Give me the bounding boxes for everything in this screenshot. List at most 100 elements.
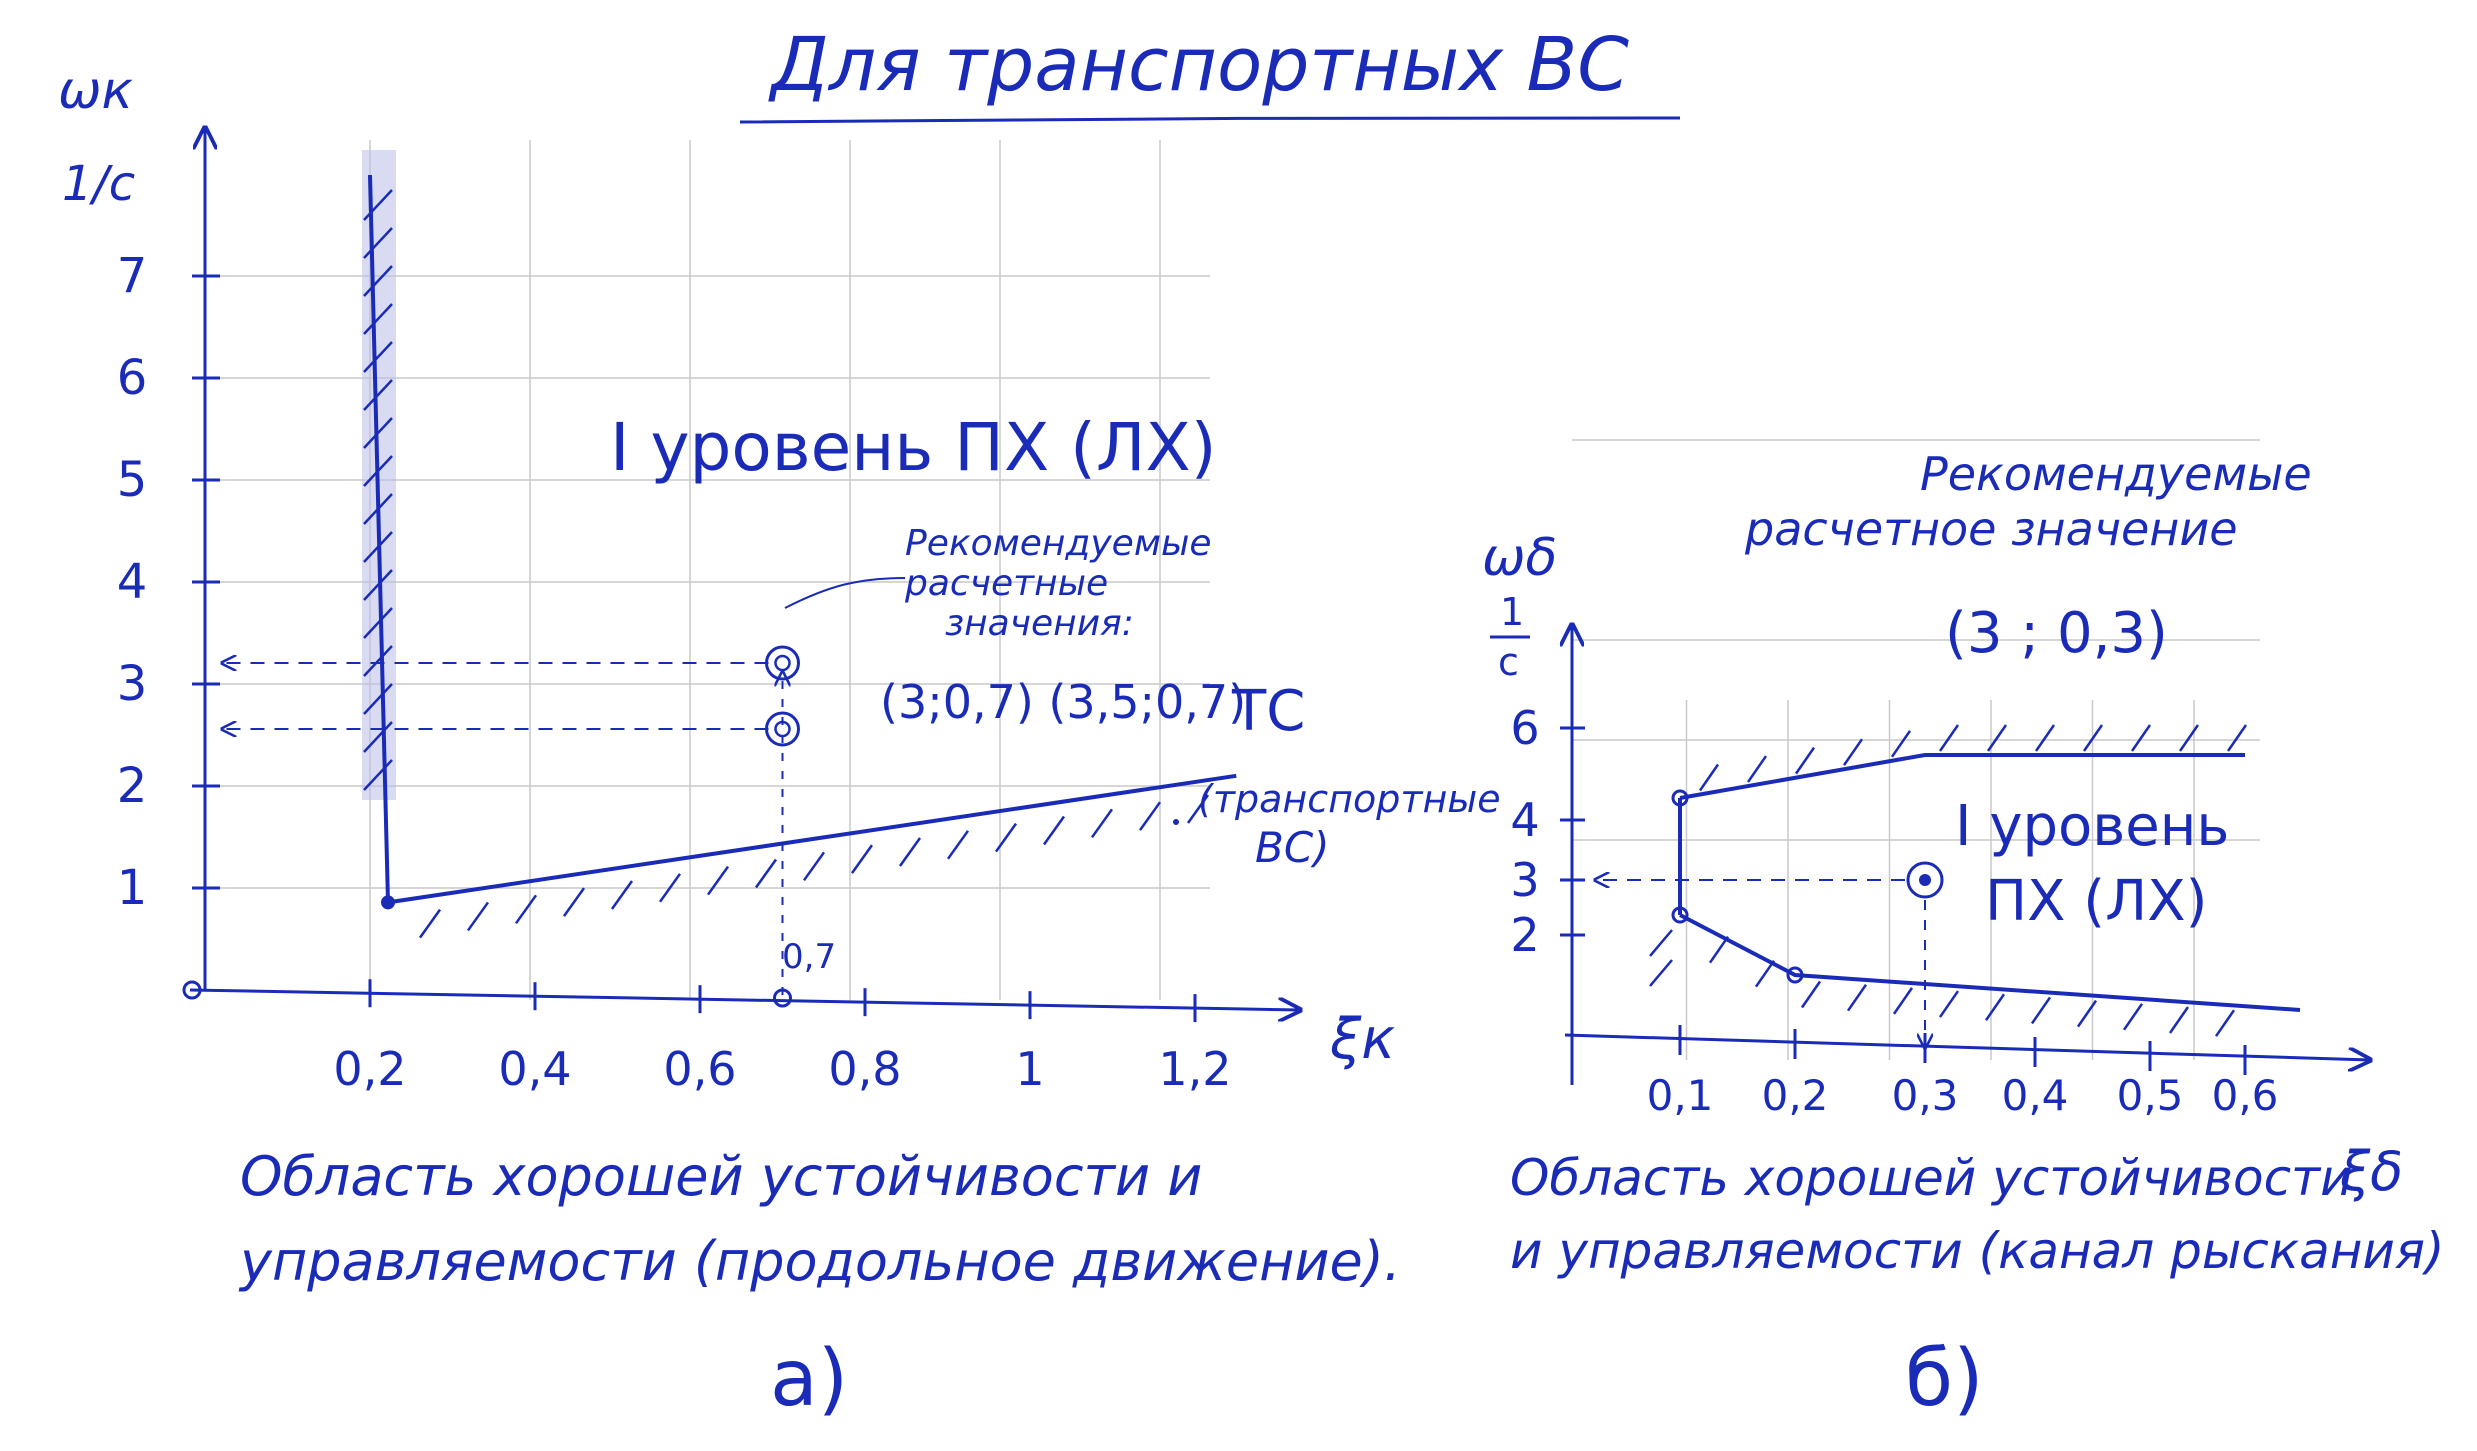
left-hatch-mark xyxy=(1042,815,1066,846)
left-x-tick-label: 0,8 xyxy=(828,1042,901,1096)
right-recommended-point xyxy=(1906,861,1944,899)
right-hatch-mark xyxy=(2226,724,2248,752)
left-y-tick-label: 1 xyxy=(117,860,148,916)
left-hatch-mark xyxy=(363,683,393,715)
left-corner-point xyxy=(381,895,395,910)
right-recommended-point xyxy=(1906,861,1944,899)
left-curve-name: ТС xyxy=(1231,679,1305,744)
right-hatch-mark xyxy=(2082,724,2104,752)
left-hatch-mark xyxy=(363,265,393,297)
right-level-line1: I уровень xyxy=(1955,794,2229,859)
left-origin-point xyxy=(182,980,202,1000)
right-hatch-mark xyxy=(2122,1003,2144,1031)
left-caption-line2: управляемости (продольное движение). xyxy=(238,1230,1401,1293)
right-hatch-mark xyxy=(1649,959,1673,987)
left-stray-dot xyxy=(1173,819,1179,825)
left-recommended-line1: Рекомендуемые xyxy=(905,523,1212,564)
right-recommended-line1: Рекомендуемые xyxy=(1920,447,2312,501)
right-y-tick-label: 6 xyxy=(1510,701,1539,755)
right-point-label: (3 ; 0,3) xyxy=(1945,601,2168,666)
right-hatch-mark xyxy=(2030,996,2052,1025)
left-x-axis xyxy=(189,988,1300,1010)
left-hatch-mark xyxy=(1090,808,1114,839)
right-hatch-mark xyxy=(2034,724,2056,752)
left-hatch-mark xyxy=(898,837,922,867)
right-upper-curve xyxy=(1679,753,2245,800)
left-hatch-mark xyxy=(1186,794,1210,824)
right-lower-curve xyxy=(1679,913,2301,1012)
right-hatch-mark xyxy=(2130,724,2152,752)
right-hatch-mark xyxy=(1938,990,1960,1018)
right-curve-node xyxy=(1786,966,1804,984)
left-x-tick-label: 0,4 xyxy=(498,1042,571,1096)
left-callout-line xyxy=(784,577,906,609)
left-recommended-point-core xyxy=(774,654,791,672)
left-x-axis-label: ξк xyxy=(1329,1007,1395,1072)
right-hatch-mark xyxy=(1649,929,1673,957)
right-x-tick-label: 0,4 xyxy=(2002,1071,2069,1120)
right-hatch-mark xyxy=(1892,987,1914,1015)
right-x-tick-label: 0,1 xyxy=(1647,1071,1714,1120)
right-grid xyxy=(1572,439,2260,1060)
right-hatch-mark xyxy=(2214,1009,2236,1037)
right-hatch-mark xyxy=(1938,724,1960,752)
right-hatch-mark xyxy=(1708,935,1730,964)
right-y-unit-num: 1 xyxy=(1500,590,1524,634)
right-y-unit-den: c xyxy=(1498,640,1519,684)
left-hatch-mark xyxy=(994,822,1018,853)
left-recommended-line2: расчетные xyxy=(904,563,1108,604)
right-y-tick-label: 4 xyxy=(1510,793,1539,847)
left-point-labels: (3;0,7) (3,5;0,7) xyxy=(880,675,1246,729)
left-hatch-mark xyxy=(706,865,730,896)
left-y-axis-unit: 1/c xyxy=(62,156,135,212)
right-y-axis-label: ωδ xyxy=(1482,528,1557,588)
left-hatch-mark xyxy=(514,894,538,925)
right-hatch-mark xyxy=(1842,738,1864,766)
left-hatch-mark xyxy=(610,880,634,910)
left-hatch-mark xyxy=(562,887,586,917)
left-y-tick-label: 4 xyxy=(117,554,148,610)
left-hatch-mark xyxy=(1138,801,1162,831)
left-x-marker xyxy=(773,988,792,1008)
left-marker-x-label: 0,7 xyxy=(782,937,836,977)
right-hatch-mark xyxy=(1890,730,1912,758)
right-hatch-mark xyxy=(1754,959,1776,988)
right-recommended-point-core xyxy=(1919,874,1931,886)
left-hatch-mark xyxy=(658,873,682,903)
left-y-tick-label: 7 xyxy=(117,248,148,304)
left-curve-note-1: (транспортные xyxy=(1198,777,1501,821)
title-underline xyxy=(739,116,1681,124)
left-caption-line1: Область хорошей устойчивости и xyxy=(240,1145,1202,1208)
left-hatch-mark xyxy=(363,607,393,639)
right-curve-node xyxy=(1671,906,1689,924)
left-hatch-mark xyxy=(363,721,393,753)
right-hatch-mark xyxy=(1698,763,1720,792)
left-hatch-mark xyxy=(466,901,490,932)
right-hatch-marks xyxy=(1649,724,2248,1037)
left-hatch-mark xyxy=(363,341,393,373)
left-x-tick-label: 0,6 xyxy=(663,1042,736,1096)
left-hatch-mark xyxy=(418,908,442,939)
right-hatch-mark xyxy=(1794,746,1816,775)
right-caption-line2: и управляемости (канал рыскания) xyxy=(1510,1222,2444,1280)
left-hatch-mark xyxy=(946,830,970,860)
left-y-axis-label: ωк xyxy=(58,61,134,121)
left-recommended-point xyxy=(765,645,800,681)
right-x-tick-label: 0,2 xyxy=(1762,1071,1829,1120)
right-hatch-mark xyxy=(1800,980,1822,1009)
right-hatch-mark xyxy=(1986,724,2008,752)
left-hatch-mark xyxy=(363,379,393,411)
right-x-tick-label: 0,6 xyxy=(2212,1071,2279,1120)
left-hatch-mark xyxy=(363,303,393,335)
page-title: Для транспортных ВС xyxy=(768,22,1629,108)
left-hatch-mark xyxy=(363,189,393,221)
right-x-tick-label: 0,5 xyxy=(2117,1071,2184,1120)
left-hatch-mark xyxy=(363,227,393,259)
left-y-tick-label: 2 xyxy=(117,758,148,814)
left-panel-letter: а) xyxy=(770,1334,848,1424)
